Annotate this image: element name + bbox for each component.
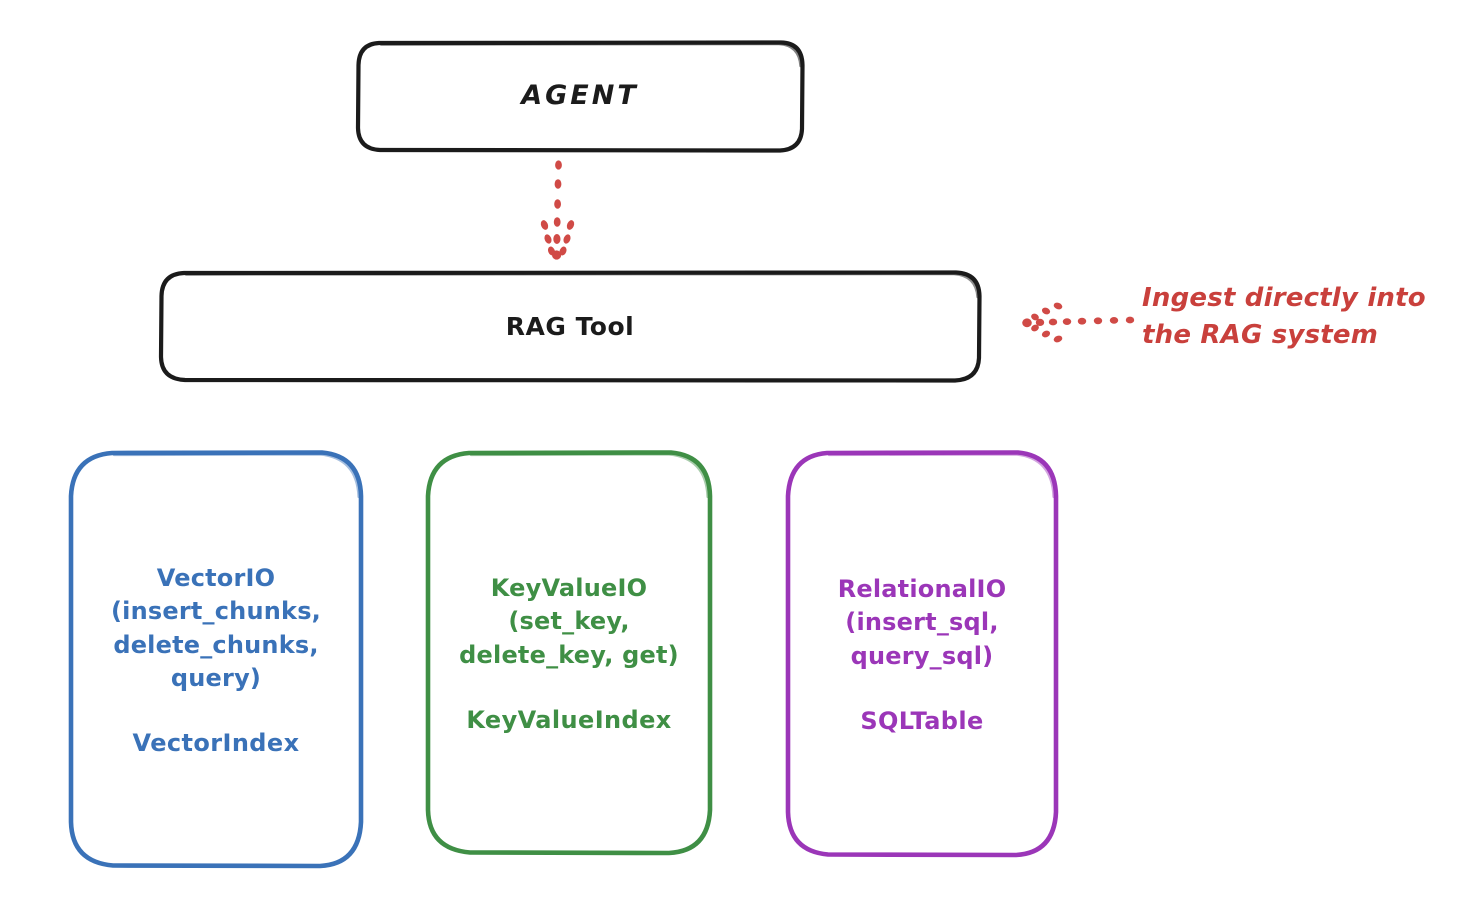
relational-io-label: RelationalIO (insert_sql, query_sql) [837,575,1007,670]
ingest-arrow-glyph [1022,302,1135,343]
node-vector-io[interactable]: VectorIO (insert_chunks, delete_chunks, … [68,450,364,869]
vector-io-label: VectorIO (insert_chunks, delete_chunks, … [111,564,321,692]
vector-io-sublabel: VectorIndex [132,728,300,757]
ingest-annotation-text: Ingest directly into the RAG system [1142,283,1426,350]
node-rag-tool[interactable]: RAG Tool [158,270,982,383]
agent-to-rag-tool-arrow-glyph [540,160,575,260]
relational-io-sublabel: SQLTable [860,706,984,735]
agent-label: AGENT [521,80,639,112]
key-value-io-sublabel: KeyValueIndex [466,705,672,734]
key-value-io-label: KeyValueIO (set_key, delete_key, get) [459,574,679,669]
node-agent[interactable]: AGENT [355,40,805,153]
rag-tool-label: RAG Tool [505,311,635,341]
node-relational-io[interactable]: RelationalIO (insert_sql, query_sql) SQL… [785,450,1059,858]
ingest-arrow [1018,292,1138,350]
node-key-value-io[interactable]: KeyValueIO (set_key, delete_key, get) Ke… [425,450,713,856]
agent-to-rag-tool-arrow [520,160,600,268]
